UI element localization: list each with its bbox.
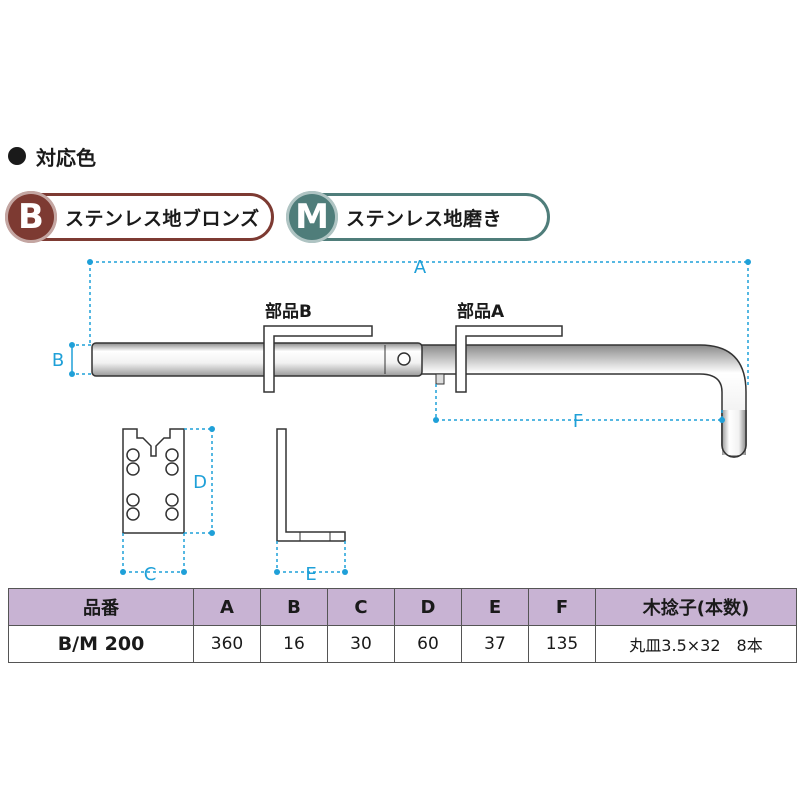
technical-drawing: A 部品B 部品A B F <box>52 257 751 585</box>
part-b-label: 部品B <box>265 301 312 322</box>
bracket-side-view <box>276 428 346 542</box>
dimension-f: F <box>433 384 725 432</box>
header-a: A <box>193 588 261 626</box>
header-d: D <box>394 588 462 626</box>
color-chip-bronze: B ステンレス地ブロンズ <box>5 191 274 243</box>
screw-hole-icon <box>165 493 179 507</box>
color-badge-b: B <box>5 191 57 243</box>
cell-c: 30 <box>327 625 395 663</box>
dimension-a: A <box>87 257 751 388</box>
dimension-c: C <box>120 533 187 585</box>
cell-product-no: B/M 200 <box>8 625 194 663</box>
screw-hole-icon <box>165 448 179 462</box>
screw-hole-icon <box>165 462 179 476</box>
screw-hole-icon <box>126 493 140 507</box>
dim-label-f: F <box>573 411 583 432</box>
dimension-d: D <box>184 426 215 536</box>
section-title: 対応色 <box>36 145 96 170</box>
color-badge-m: M <box>286 191 338 243</box>
dim-label-e: E <box>305 564 316 585</box>
header-b: B <box>260 588 328 626</box>
cell-d: 60 <box>394 625 462 663</box>
spec-table: 品番 A B C D E F 木捻子(本数) B/M 200 360 16 30… <box>8 588 797 663</box>
screw-hole-icon <box>126 462 140 476</box>
screw-hole-icon <box>126 507 140 521</box>
header-screws: 木捻子(本数) <box>595 588 797 626</box>
cell-e: 37 <box>461 625 529 663</box>
cell-screws: 丸皿3.5×32 8本 <box>595 625 797 663</box>
barrel-bolt-rod <box>91 342 747 458</box>
screw-hole-icon <box>126 448 140 462</box>
table-header-row: 品番 A B C D E F 木捻子(本数) <box>8 588 797 626</box>
header-c: C <box>327 588 395 626</box>
header-f: F <box>528 588 596 626</box>
part-b-bracket: 部品B <box>263 301 373 393</box>
bracket-front-view <box>122 428 185 534</box>
part-a-bracket: 部品A <box>455 301 563 393</box>
table-row: B/M 200 360 16 30 60 37 135 丸皿3.5×32 8本 <box>8 625 797 663</box>
dimension-b: B <box>52 342 92 377</box>
section-heading: 対応色 <box>8 140 96 172</box>
color-label-bronze: ステンレス地ブロンズ <box>65 207 260 230</box>
dim-label-d: D <box>193 472 207 493</box>
bullet-dot-icon <box>8 147 26 165</box>
cell-f: 135 <box>528 625 596 663</box>
header-product-no: 品番 <box>8 588 194 626</box>
cell-b: 16 <box>260 625 328 663</box>
dim-label-b: B <box>52 350 64 371</box>
cell-a: 360 <box>193 625 261 663</box>
header-e: E <box>461 588 529 626</box>
color-label-polished: ステンレス地磨き <box>346 207 503 230</box>
screw-hole-icon <box>165 507 179 521</box>
part-a-label: 部品A <box>457 301 505 322</box>
color-chip-polished: M ステンレス地磨き <box>286 191 550 243</box>
dim-label-c: C <box>144 564 157 585</box>
dim-label-a: A <box>414 257 427 278</box>
dimension-e: E <box>274 541 348 585</box>
